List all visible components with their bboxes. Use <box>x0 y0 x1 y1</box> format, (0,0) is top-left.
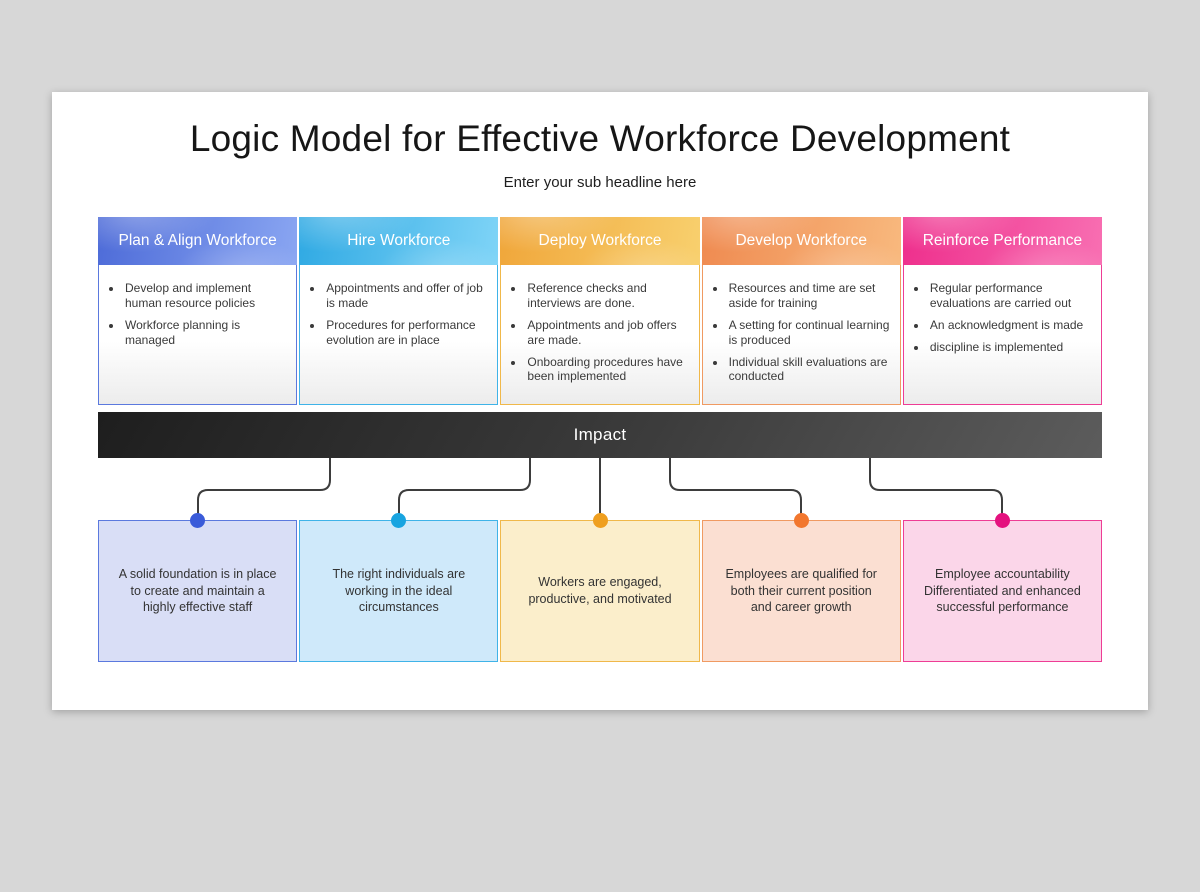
column-body: Appointments and offer of job is made Pr… <box>299 265 499 405</box>
outcome-box-develop: Employees are qualified for both their c… <box>701 513 901 662</box>
connector-line-4 <box>669 458 802 520</box>
bullet-item: A setting for continual learning is prod… <box>727 318 892 348</box>
connector-dot <box>190 513 206 528</box>
connector-line-1 <box>197 458 331 520</box>
slide-subtitle: Enter your sub headline here <box>503 174 697 191</box>
connector-dot <box>391 513 407 528</box>
bullet-item: Appointments and job offers are made. <box>525 318 690 348</box>
column-header: Deploy Workforce <box>500 217 700 265</box>
column-body: Reference checks and interviews are done… <box>500 265 700 405</box>
column-deploy-workforce: Deploy Workforce Reference checks and in… <box>500 217 700 405</box>
column-title: Plan & Align Workforce <box>118 232 277 249</box>
column-header: Reinforce Performance <box>902 217 1103 265</box>
column-title: Deploy Workforce <box>538 232 662 249</box>
connector-line-5 <box>869 458 1003 520</box>
column-header: Hire Workforce <box>299 217 499 265</box>
column-body: Resources and time are set aside for tra… <box>701 265 901 405</box>
column-title: Reinforce Performance <box>922 232 1083 249</box>
outcome-box-hire: The right individuals are working in the… <box>299 513 499 662</box>
stage-columns-row: Plan & Align Workforce Develop and imple… <box>98 217 1103 405</box>
column-title: Develop Workforce <box>735 232 867 249</box>
column-body: Develop and implement human resource pol… <box>98 265 298 405</box>
column-plan-align-workforce: Plan & Align Workforce Develop and imple… <box>98 217 298 405</box>
bullet-item: Resources and time are set aside for tra… <box>727 281 892 311</box>
impact-label: Impact <box>573 425 627 444</box>
column-body: Regular performance evaluations are carr… <box>902 265 1103 405</box>
outcome-text: Employee accountability Differentiated a… <box>923 566 1081 615</box>
bullet-item: Regular performance evaluations are carr… <box>928 281 1093 311</box>
column-develop-workforce: Develop Workforce Resources and time are… <box>701 217 901 405</box>
column-bullet-list: Resources and time are set aside for tra… <box>727 281 892 384</box>
column-hire-workforce: Hire Workforce Appointments and offer of… <box>299 217 499 405</box>
outcome-text: Employees are qualified for both their c… <box>725 566 877 615</box>
connector-lines <box>197 458 1003 520</box>
outcome-text: A solid foundation is in place to create… <box>118 566 277 615</box>
outcome-box-plan-align: A solid foundation is in place to create… <box>98 513 298 662</box>
bullet-item: Individual skill evaluations are conduct… <box>727 355 892 385</box>
column-bullet-list: Develop and implement human resource pol… <box>123 281 288 348</box>
column-bullet-list: Reference checks and interviews are done… <box>525 281 690 384</box>
bullet-item: Appointments and offer of job is made <box>324 281 489 311</box>
bullet-item: Workforce planning is managed <box>123 318 288 348</box>
outcome-box-reinforce: Employee accountability Differentiated a… <box>902 513 1103 662</box>
outcome-text: The right individuals are working in the… <box>332 566 466 615</box>
outcomes-row: A solid foundation is in place to create… <box>98 513 1103 662</box>
slide-title: Logic Model for Effective Workforce Deve… <box>189 118 1011 159</box>
slide-canvas: Logic Model for Effective Workforce Deve… <box>52 92 1148 710</box>
connector-dot <box>592 513 608 528</box>
outcome-box-deploy: Workers are engaged, productive, and mot… <box>500 513 700 662</box>
outcome-text: Workers are engaged, productive, and mot… <box>528 575 672 606</box>
impact-bar: Impact <box>98 412 1102 458</box>
column-bullet-list: Regular performance evaluations are carr… <box>928 281 1093 355</box>
bullet-item: An acknowledgment is made <box>928 318 1093 333</box>
bullet-item: Reference checks and interviews are done… <box>525 281 690 311</box>
column-header: Develop Workforce <box>701 217 901 265</box>
connector-dot <box>793 513 809 528</box>
bullet-item: Develop and implement human resource pol… <box>123 281 288 311</box>
bullet-item: Procedures for performance evolution are… <box>324 318 489 348</box>
column-bullet-list: Appointments and offer of job is made Pr… <box>324 281 489 348</box>
column-reinforce-performance: Reinforce Performance Regular performanc… <box>902 217 1103 405</box>
connector-line-2 <box>398 458 531 520</box>
bullet-item: Onboarding procedures have been implemen… <box>525 355 690 385</box>
column-header: Plan & Align Workforce <box>98 217 298 265</box>
bullet-item: discipline is implemented <box>928 340 1093 355</box>
column-title: Hire Workforce <box>347 232 451 249</box>
connector-dot <box>994 513 1010 528</box>
